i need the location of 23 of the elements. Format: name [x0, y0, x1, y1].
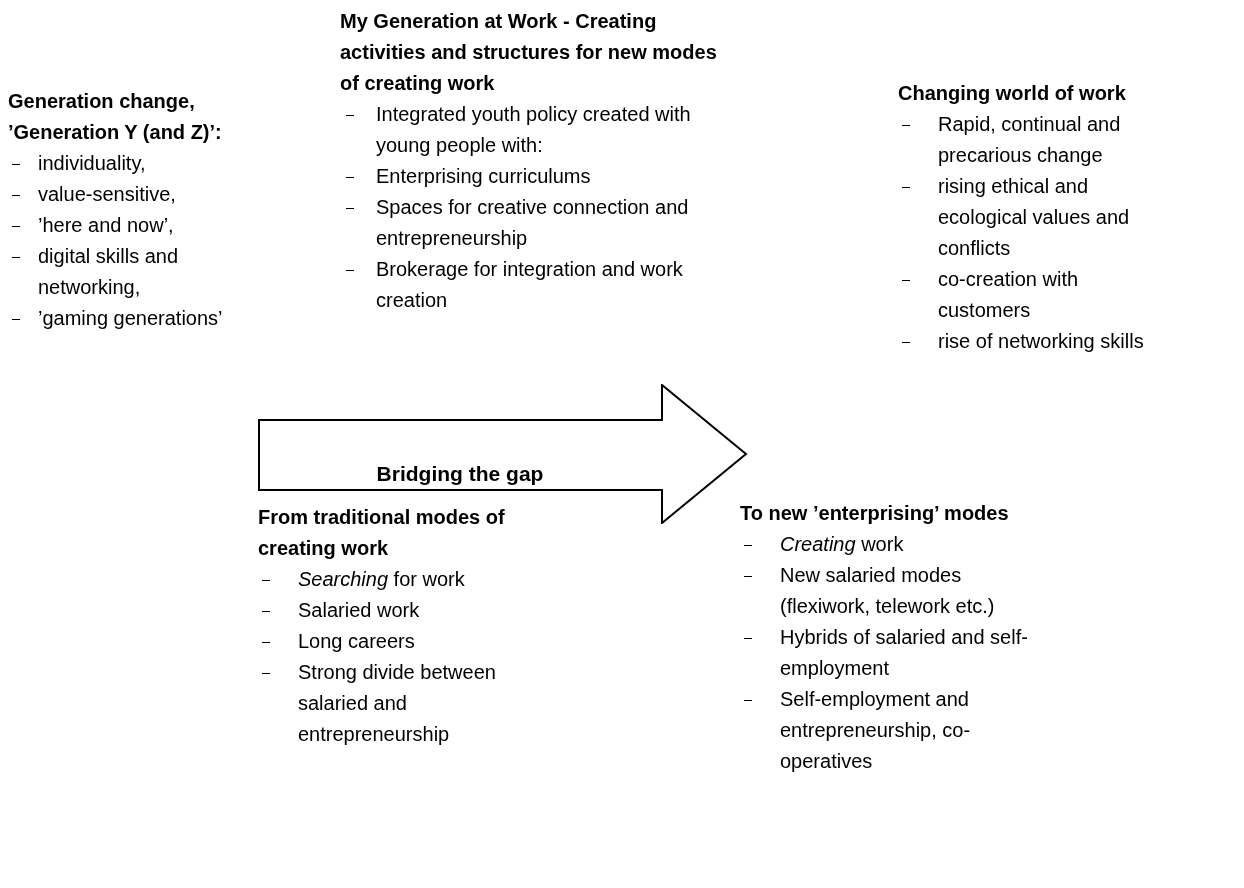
list-item: Long careers	[298, 629, 416, 654]
list-item: Enterprising curriculums	[376, 164, 592, 189]
list-item: Spaces for creative connection and entrepreneurship	[376, 195, 690, 251]
section-heading: Changing world of work	[898, 81, 1127, 106]
list-item: Salaried work	[298, 598, 421, 623]
list-item: value-sensitive,	[38, 182, 177, 207]
list-item: Brokerage for integration and work creation	[376, 257, 684, 313]
list-item: ’here and now’,	[38, 213, 175, 238]
list-item: Self-employment and entrepreneurship, co-operatives	[780, 687, 972, 774]
section-heading: To new ’enterprising’ modes	[740, 501, 1010, 526]
list-item: rise of networking skills	[938, 329, 1145, 354]
list-item: Hybrids of salaried and self-employment	[780, 625, 1029, 681]
list-item: New salaried modes (flexiwork, telework etc.)	[780, 563, 996, 619]
section-heading: My Generation at Work - Creating activities and structures for new modes of creating work	[340, 9, 718, 96]
list-item: Integrated youth policy created with young people with:	[376, 102, 692, 158]
section-heading: Generation change, ’Generation Y (and Z)’:	[8, 89, 223, 145]
list-item: digital skills and networking,	[38, 244, 180, 300]
list-item: ’gaming generations’	[38, 306, 224, 331]
arrow-label: Bridging the gap	[375, 462, 545, 486]
list-item: Searching for work	[298, 567, 466, 592]
list-item: Creating work	[780, 532, 905, 557]
list-item: individuality,	[38, 151, 147, 176]
list-item: Strong divide between salaried and entrepreneurship	[298, 660, 497, 747]
